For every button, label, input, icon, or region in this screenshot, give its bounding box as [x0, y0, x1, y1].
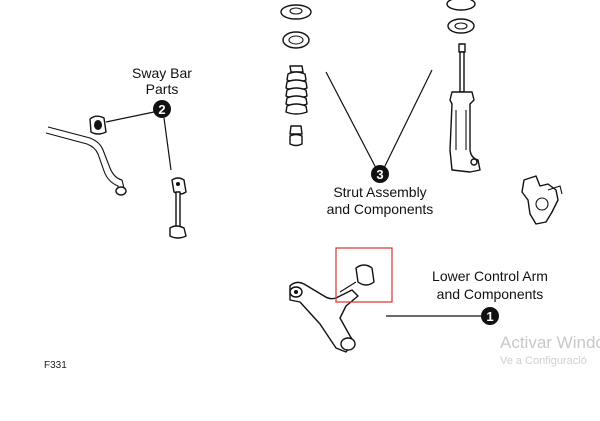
control-arm-label-line2: and Components: [437, 286, 544, 302]
callout-badge-1: 1: [481, 307, 499, 325]
lower-control-arm-group: Lower Control Arm and Components 1: [289, 247, 548, 353]
strut-label-line1: Strut Assembly: [333, 184, 426, 200]
callout-number-3: 3: [376, 167, 383, 182]
watermark-subtitle: Ve a Configuració: [500, 355, 587, 367]
leader-line-strut-right: [383, 69, 433, 169]
strut-label-line2: and Components: [327, 201, 434, 217]
sway-bar-label-line2: Parts: [146, 81, 179, 97]
watermark-title: Activar Windo: [500, 333, 600, 352]
dust-boot: [285, 65, 308, 115]
bump-stop: [289, 125, 303, 147]
callout-number-2: 2: [158, 102, 165, 117]
steering-knuckle: [521, 175, 563, 225]
callout-number-1: 1: [486, 309, 493, 324]
figure-code: F331: [44, 360, 67, 371]
control-arm-label-line1: Lower Control Arm: [432, 268, 548, 284]
leader-line-strut-left: [325, 71, 377, 169]
sway-bar-rod: [47, 126, 125, 189]
lower-control-arm: [289, 264, 375, 353]
strut-top-mount: [446, 0, 476, 34]
strut-bearing: [282, 31, 310, 49]
strut-assembly-group: 3 Strut Assembly and Components: [280, 0, 563, 225]
upper-strut-mount: [280, 4, 312, 20]
sway-bar-label-line1: Sway Bar: [132, 65, 192, 81]
callout-badge-2: 2: [153, 100, 171, 118]
strut-cartridge: [449, 43, 481, 173]
callout-badge-3: 3: [371, 165, 389, 183]
sway-bar-bushing: [89, 115, 107, 135]
stabilizer-link: [169, 177, 187, 239]
leader-line-bushing: [105, 111, 155, 123]
leader-line-link: [163, 117, 172, 171]
sway-bar-group: Sway Bar Parts 2: [45, 65, 192, 239]
windows-activation-watermark: Activar Windo Ve a Configuració: [500, 333, 600, 367]
ball-joint-highlight-box: [335, 247, 393, 303]
